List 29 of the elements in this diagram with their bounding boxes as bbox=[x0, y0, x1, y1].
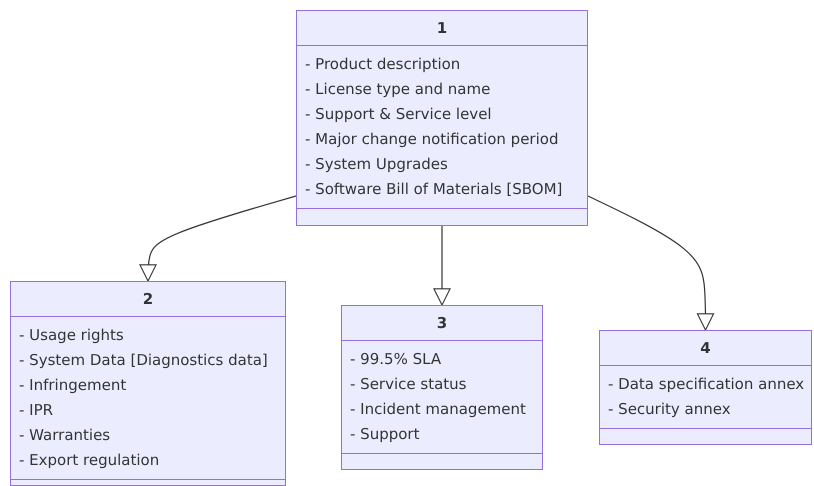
class-box bbox=[10, 281, 286, 486]
attribute-text: - Software Bill of Materials [SBOM] bbox=[305, 179, 564, 200]
class-box bbox=[296, 10, 588, 226]
class-name: 1 bbox=[297, 11, 587, 46]
inheritance-arrow bbox=[139, 195, 296, 282]
attribute-text: - Export regulation bbox=[19, 450, 160, 471]
attribute-text: - Data specification annex bbox=[608, 374, 803, 395]
attribute-text: - Major change notification period bbox=[305, 129, 560, 150]
class-name: 3 bbox=[342, 306, 542, 341]
attribute-text: - Infringement bbox=[19, 375, 128, 396]
inheritance-arrow bbox=[588, 195, 714, 331]
attribute-text: - Product description bbox=[305, 54, 462, 75]
attribute-text: - IPR bbox=[19, 400, 54, 421]
attribute-text: - Security annex bbox=[608, 399, 732, 420]
attribute-text: - Incident management bbox=[350, 399, 527, 420]
attribute-text: - System Data [Diagnostics data] bbox=[19, 350, 269, 371]
class-name: 2 bbox=[11, 282, 285, 317]
attribute-text: - License type and name bbox=[305, 79, 492, 100]
attribute-text: - Support & Service level bbox=[305, 104, 493, 125]
attribute-text: - System Upgrades bbox=[305, 154, 449, 175]
attribute-text: - Warranties bbox=[19, 425, 112, 446]
class-name: 4 bbox=[600, 331, 811, 366]
inheritance-arrow bbox=[433, 226, 451, 306]
attribute-text: - Support bbox=[350, 424, 420, 445]
attribute-text: - Service status bbox=[350, 374, 468, 395]
class-box bbox=[341, 305, 543, 470]
attribute-text: - Usage rights bbox=[19, 325, 125, 346]
attribute-text: - 99.5% SLA bbox=[350, 349, 442, 370]
class-box bbox=[599, 330, 812, 445]
